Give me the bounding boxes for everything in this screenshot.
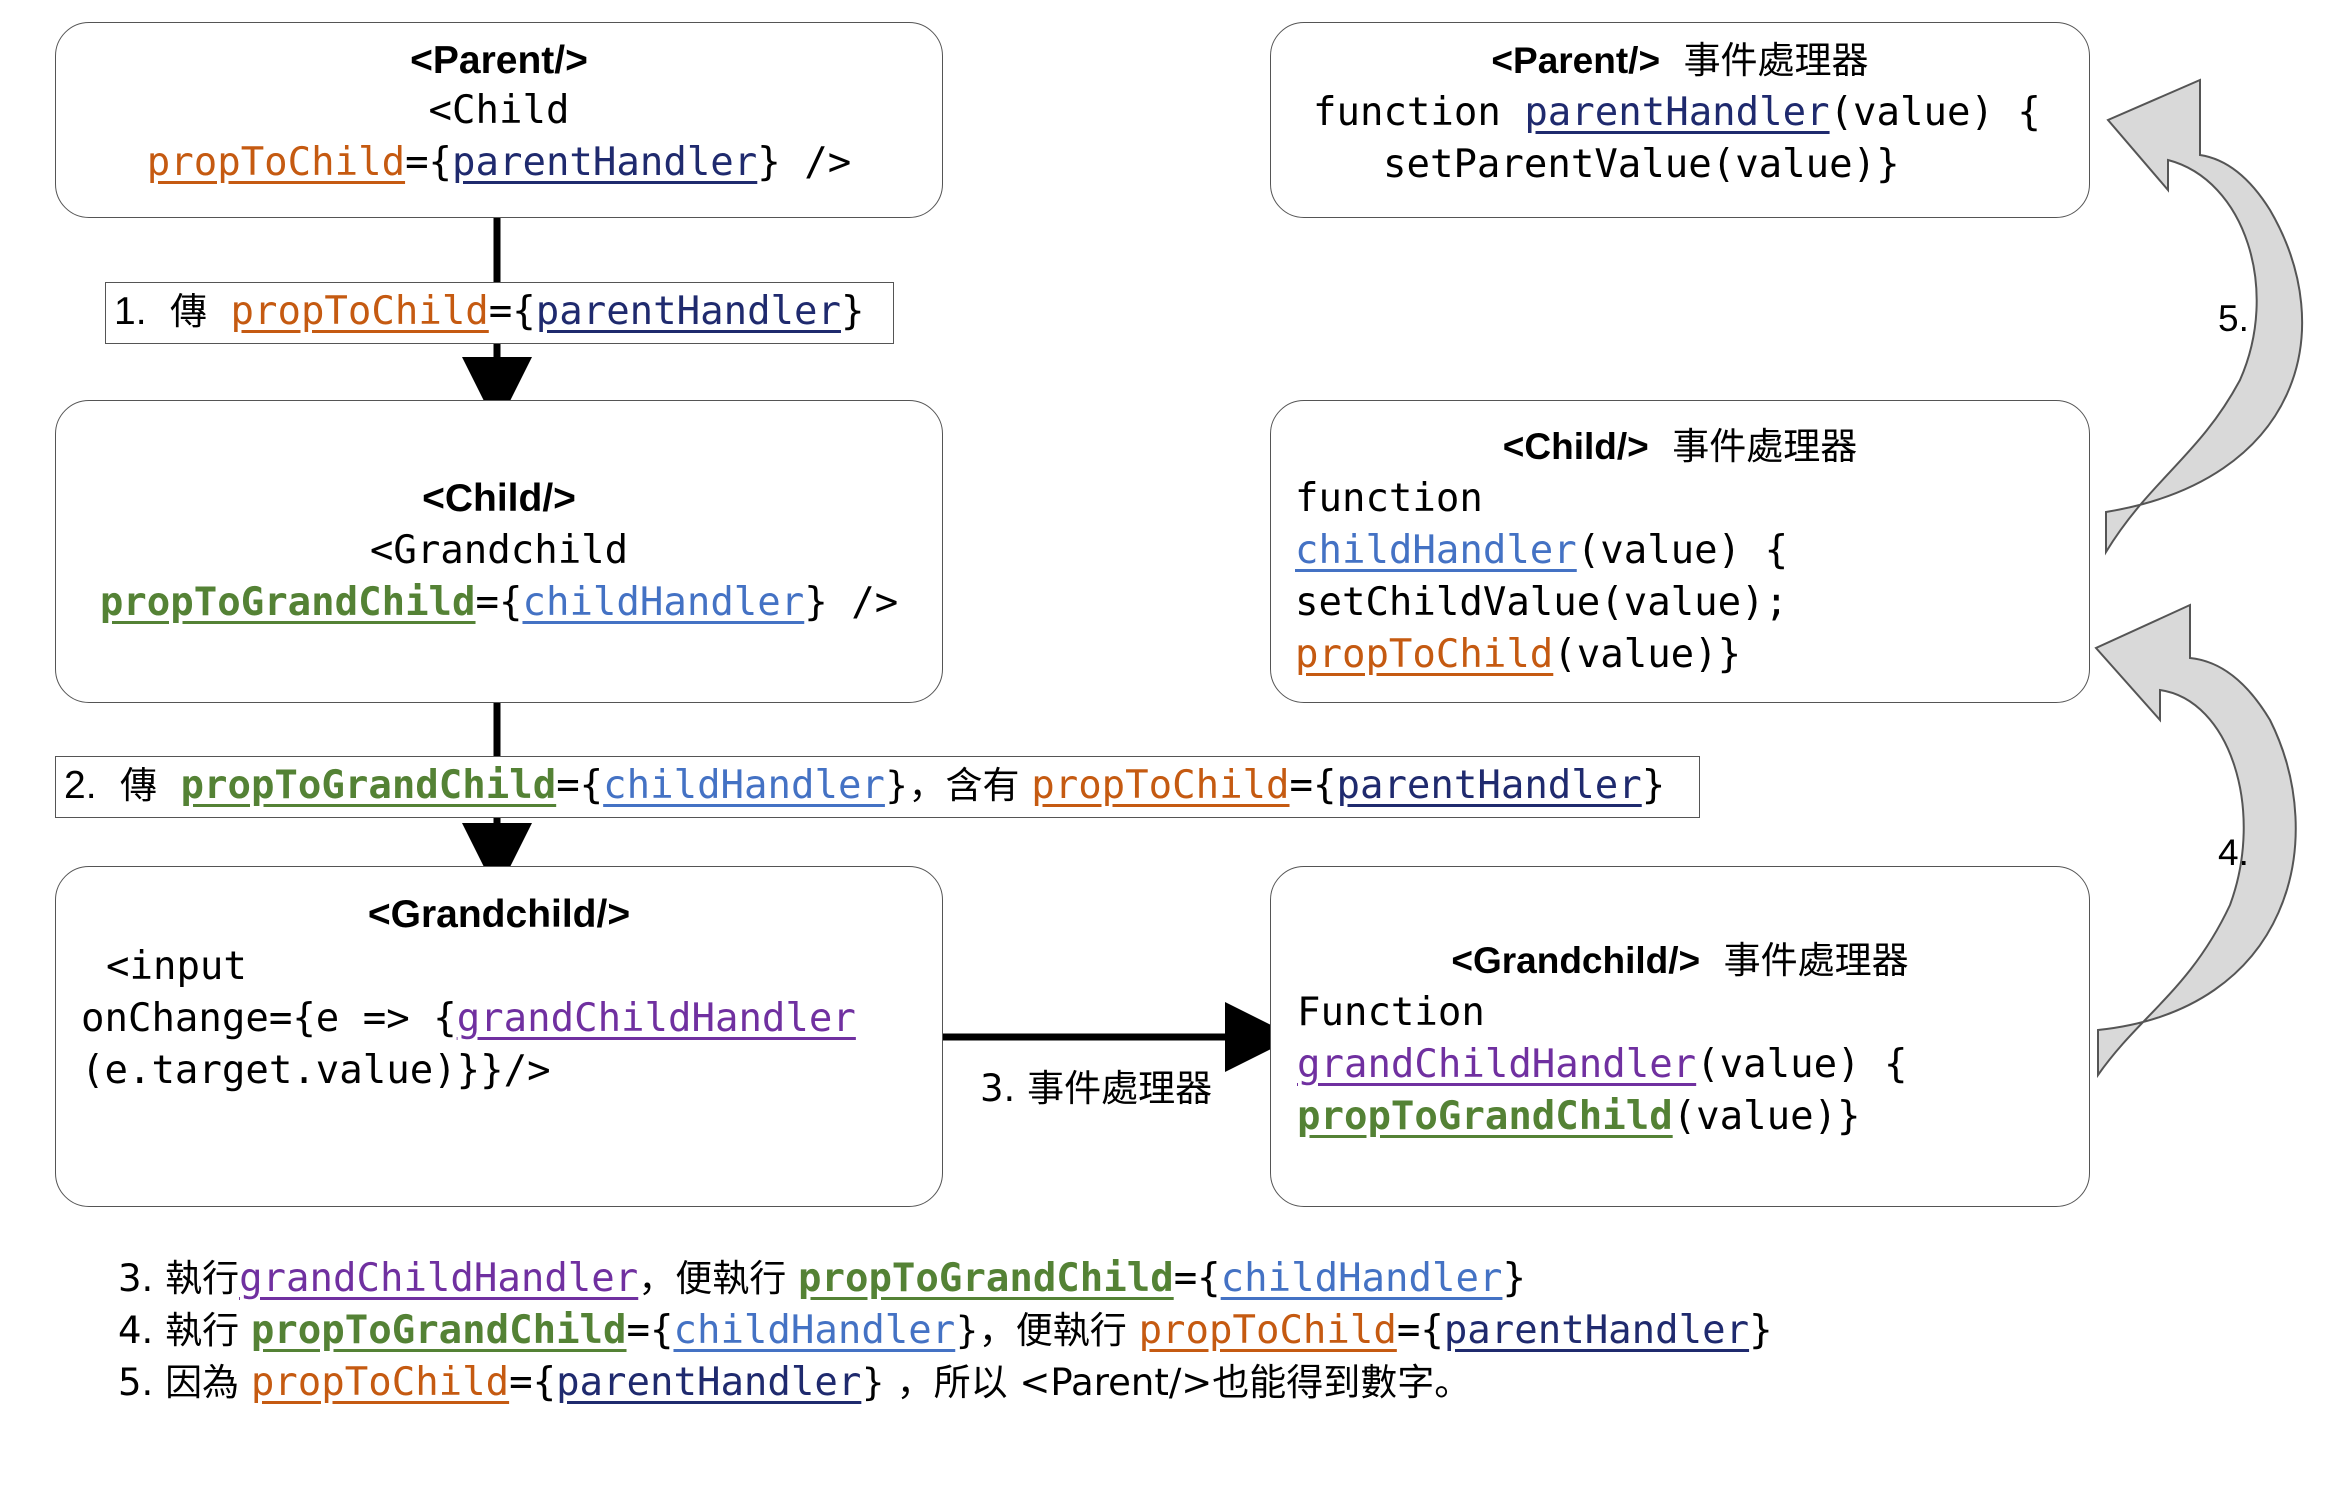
child-component-box: <Child/> <Grandchild propToGrandChild={c…: [55, 400, 943, 703]
parent-handler-body: setParentValue(value)}: [1383, 142, 1900, 187]
note-step-5: 5. 因為 propToChild={parentHandler} ，所以 <P…: [118, 1360, 1472, 1405]
note-step-3: 3. 執行grandChildHandler，便執行 propToGrandCh…: [118, 1256, 1526, 1301]
parent-prop-line: propToChild={parentHandler} />: [146, 140, 852, 185]
parent-handler-title: <Parent/> 事件處理器: [1491, 39, 1869, 82]
parent-handler-box: <Parent/> 事件處理器 function parentHandler(v…: [1270, 22, 2090, 218]
child-handler-title: <Child/> 事件處理器: [1502, 425, 1858, 468]
child-handler-set: setChildValue(value);: [1295, 580, 1789, 625]
parent-handler-token: parentHandler: [452, 140, 758, 185]
grandchild-component-box: <Grandchild/> <input onChange={e => {gra…: [55, 866, 943, 1207]
note-step-4: 4. 執行 propToGrandChild={childHandler}，便執…: [118, 1308, 1773, 1353]
step-1-label: 1. 傳 propToChild={parentHandler}: [105, 282, 894, 344]
parent-handler-function-line: function parentHandler(value) {: [1313, 90, 2041, 135]
child-grandchild-tag: <Grandchild: [369, 528, 629, 573]
parent-title: <Parent/>: [410, 39, 588, 82]
parent-child-tag: <Child: [428, 88, 570, 133]
step-5-number: 5.: [2218, 298, 2249, 339]
step-4-number: 4.: [2218, 832, 2249, 873]
child-handler-sig: childHandler(value) {: [1295, 528, 1789, 573]
grandchild-handler-sig: grandChildHandler(value) {: [1297, 1042, 1908, 1087]
grandchild-handler-call: propToGrandChild(value)}: [1297, 1094, 1861, 1139]
step-2-label: 2. 傳 propToGrandChild={childHandler}，含有 …: [55, 756, 1700, 818]
step-3-label: 3. 事件處理器: [980, 1067, 1213, 1110]
child-handler-box: <Child/> 事件處理器 function childHandler(val…: [1270, 400, 2090, 703]
grandchild-onchange-line: onChange={e => {grandChildHandler: [81, 996, 856, 1041]
grandchild-title: <Grandchild/>: [367, 893, 631, 936]
grandchild-input-tag: <input: [106, 944, 247, 989]
grandchild-handler-box: <Grandchild/> 事件處理器 Function grandChildH…: [1270, 866, 2090, 1207]
grandchild-target-line: (e.target.value)}}/>: [81, 1048, 551, 1093]
curved-arrow-step-5: [2105, 78, 2304, 556]
prop-to-child-token: propToChild: [146, 140, 406, 185]
child-handler-function: function: [1295, 476, 1483, 521]
grandchild-handler-title: <Grandchild/> 事件處理器: [1451, 939, 1909, 982]
parent-component-box: <Parent/> <Child propToChild={parentHand…: [55, 22, 943, 218]
curved-arrow-step-4: [2094, 603, 2297, 1079]
child-handler-call: propToChild(value)}: [1295, 632, 1742, 677]
grandchild-handler-function: Function: [1297, 990, 1485, 1035]
child-title: <Child/>: [422, 477, 576, 520]
child-prop-line: propToGrandChild={childHandler} />: [99, 580, 899, 625]
